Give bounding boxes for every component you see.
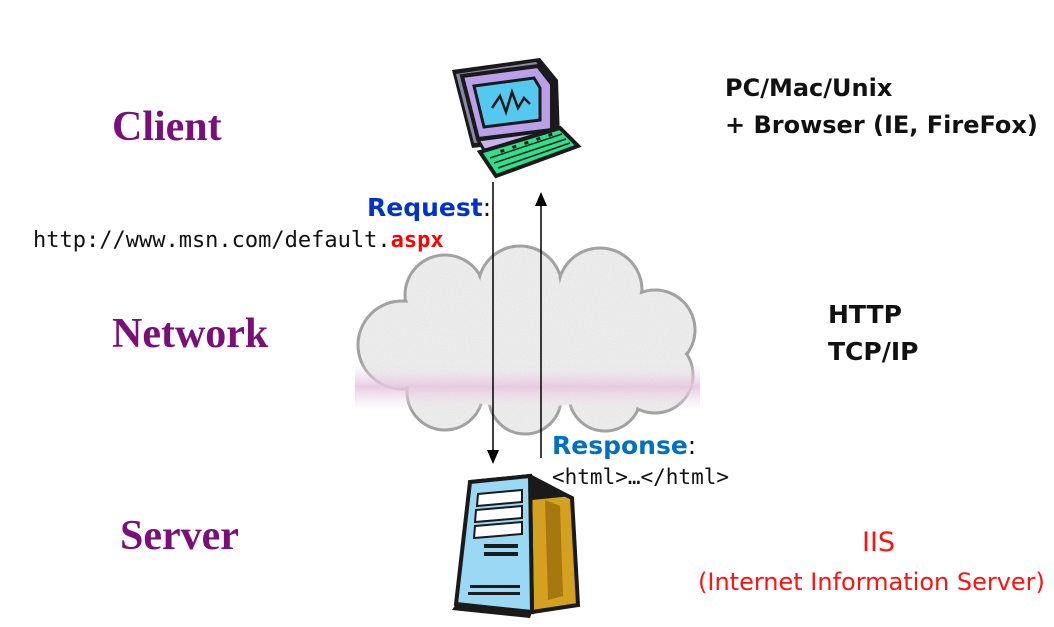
response-label-text: Response <box>552 431 688 460</box>
client-info: PC/Mac/Unix + Browser (IE, FireFox) <box>725 70 1038 144</box>
client-info-line2: + Browser (IE, FireFox) <box>725 111 1038 139</box>
request-arrow <box>487 182 499 464</box>
request-label-text: Request <box>367 193 483 222</box>
response-body: <html>…</html> <box>552 465 730 489</box>
server-info-line1: IIS <box>862 527 896 558</box>
network-cloud <box>355 244 700 436</box>
network-info-line1: HTTP <box>828 300 902 329</box>
response-label-colon: : <box>687 431 697 460</box>
request-url: http://www.msn.com/default.aspx <box>33 228 444 253</box>
request-url-ext: aspx <box>390 228 444 253</box>
network-info-line2: TCP/IP <box>828 337 919 366</box>
response-arrow <box>535 192 547 458</box>
request-label-colon: : <box>482 193 492 222</box>
client-label: Client <box>112 104 222 150</box>
server-label: Server <box>120 513 239 559</box>
request-label: Request: <box>367 193 491 222</box>
server-tower-icon <box>452 473 581 618</box>
response-label: Response: <box>552 431 696 460</box>
network-label: Network <box>112 311 269 357</box>
client-info-line1: PC/Mac/Unix <box>725 74 893 102</box>
client-computer-icon <box>452 58 582 179</box>
request-url-prefix: http://www.msn.com/default. <box>33 228 391 253</box>
network-info: HTTP TCP/IP <box>828 296 918 370</box>
server-info-line2: (Internet Information Server) <box>698 568 1045 596</box>
